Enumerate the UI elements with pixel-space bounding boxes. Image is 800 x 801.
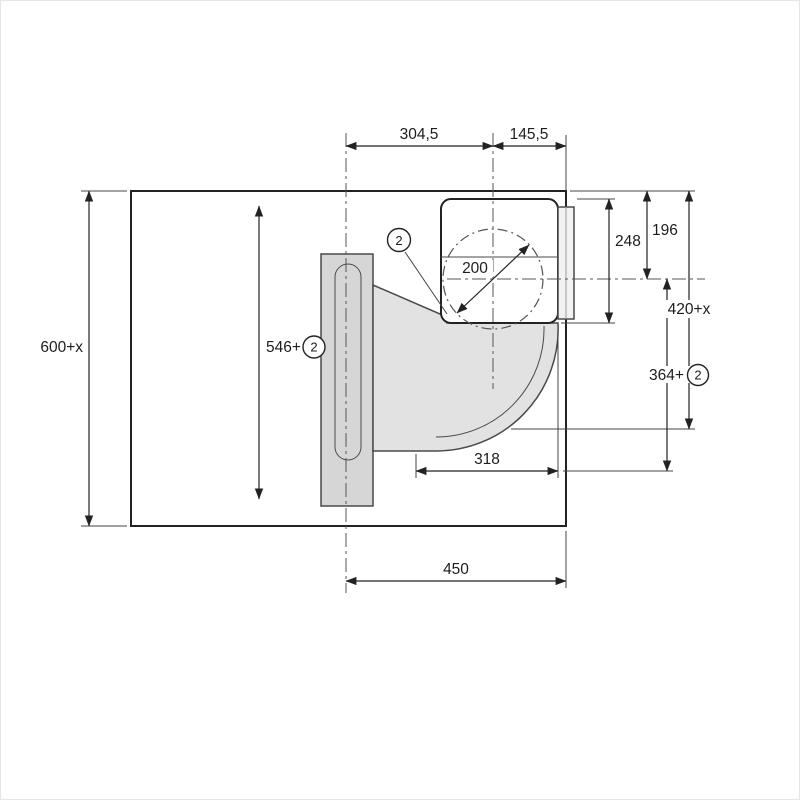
dim-right-height-inner: 364+: [649, 367, 684, 384]
dim-overall-height: 600+x: [40, 339, 83, 356]
dim-inner-height: 546+: [266, 339, 301, 356]
right-height-ref-circle: [686, 363, 710, 387]
callout-ref-number: 2: [395, 233, 402, 248]
dim-top-to-axis: 196: [652, 222, 678, 239]
callout-ref-circle: [386, 227, 412, 253]
right-height-ref-number: 2: [694, 368, 701, 383]
knockout-200: [458, 260, 493, 277]
dim-fan-height: 248: [615, 233, 641, 250]
dim-top-width-left: 304,5: [400, 126, 439, 143]
dim-right-height-outer: 420+x: [668, 301, 711, 318]
callout-leader: [404, 251, 448, 315]
elbow-inner-wall: [435, 325, 545, 438]
inner-height-ref-number: 2: [310, 340, 317, 355]
elbow-duct: [372, 283, 559, 452]
inner-height-ref-circle: [302, 335, 326, 359]
flat-duct: [320, 253, 374, 507]
dim-base-width: 450: [443, 561, 469, 578]
dimline-200-diagonal: [456, 244, 530, 314]
dim-top-width-right: 145,5: [510, 126, 549, 143]
flat-duct-slot: [334, 263, 362, 461]
dim-duct-diameter: 200: [462, 260, 488, 277]
knockout-364: [646, 366, 694, 383]
knockout-420x: [662, 300, 716, 318]
dim-outlet-width: 318: [474, 451, 500, 468]
